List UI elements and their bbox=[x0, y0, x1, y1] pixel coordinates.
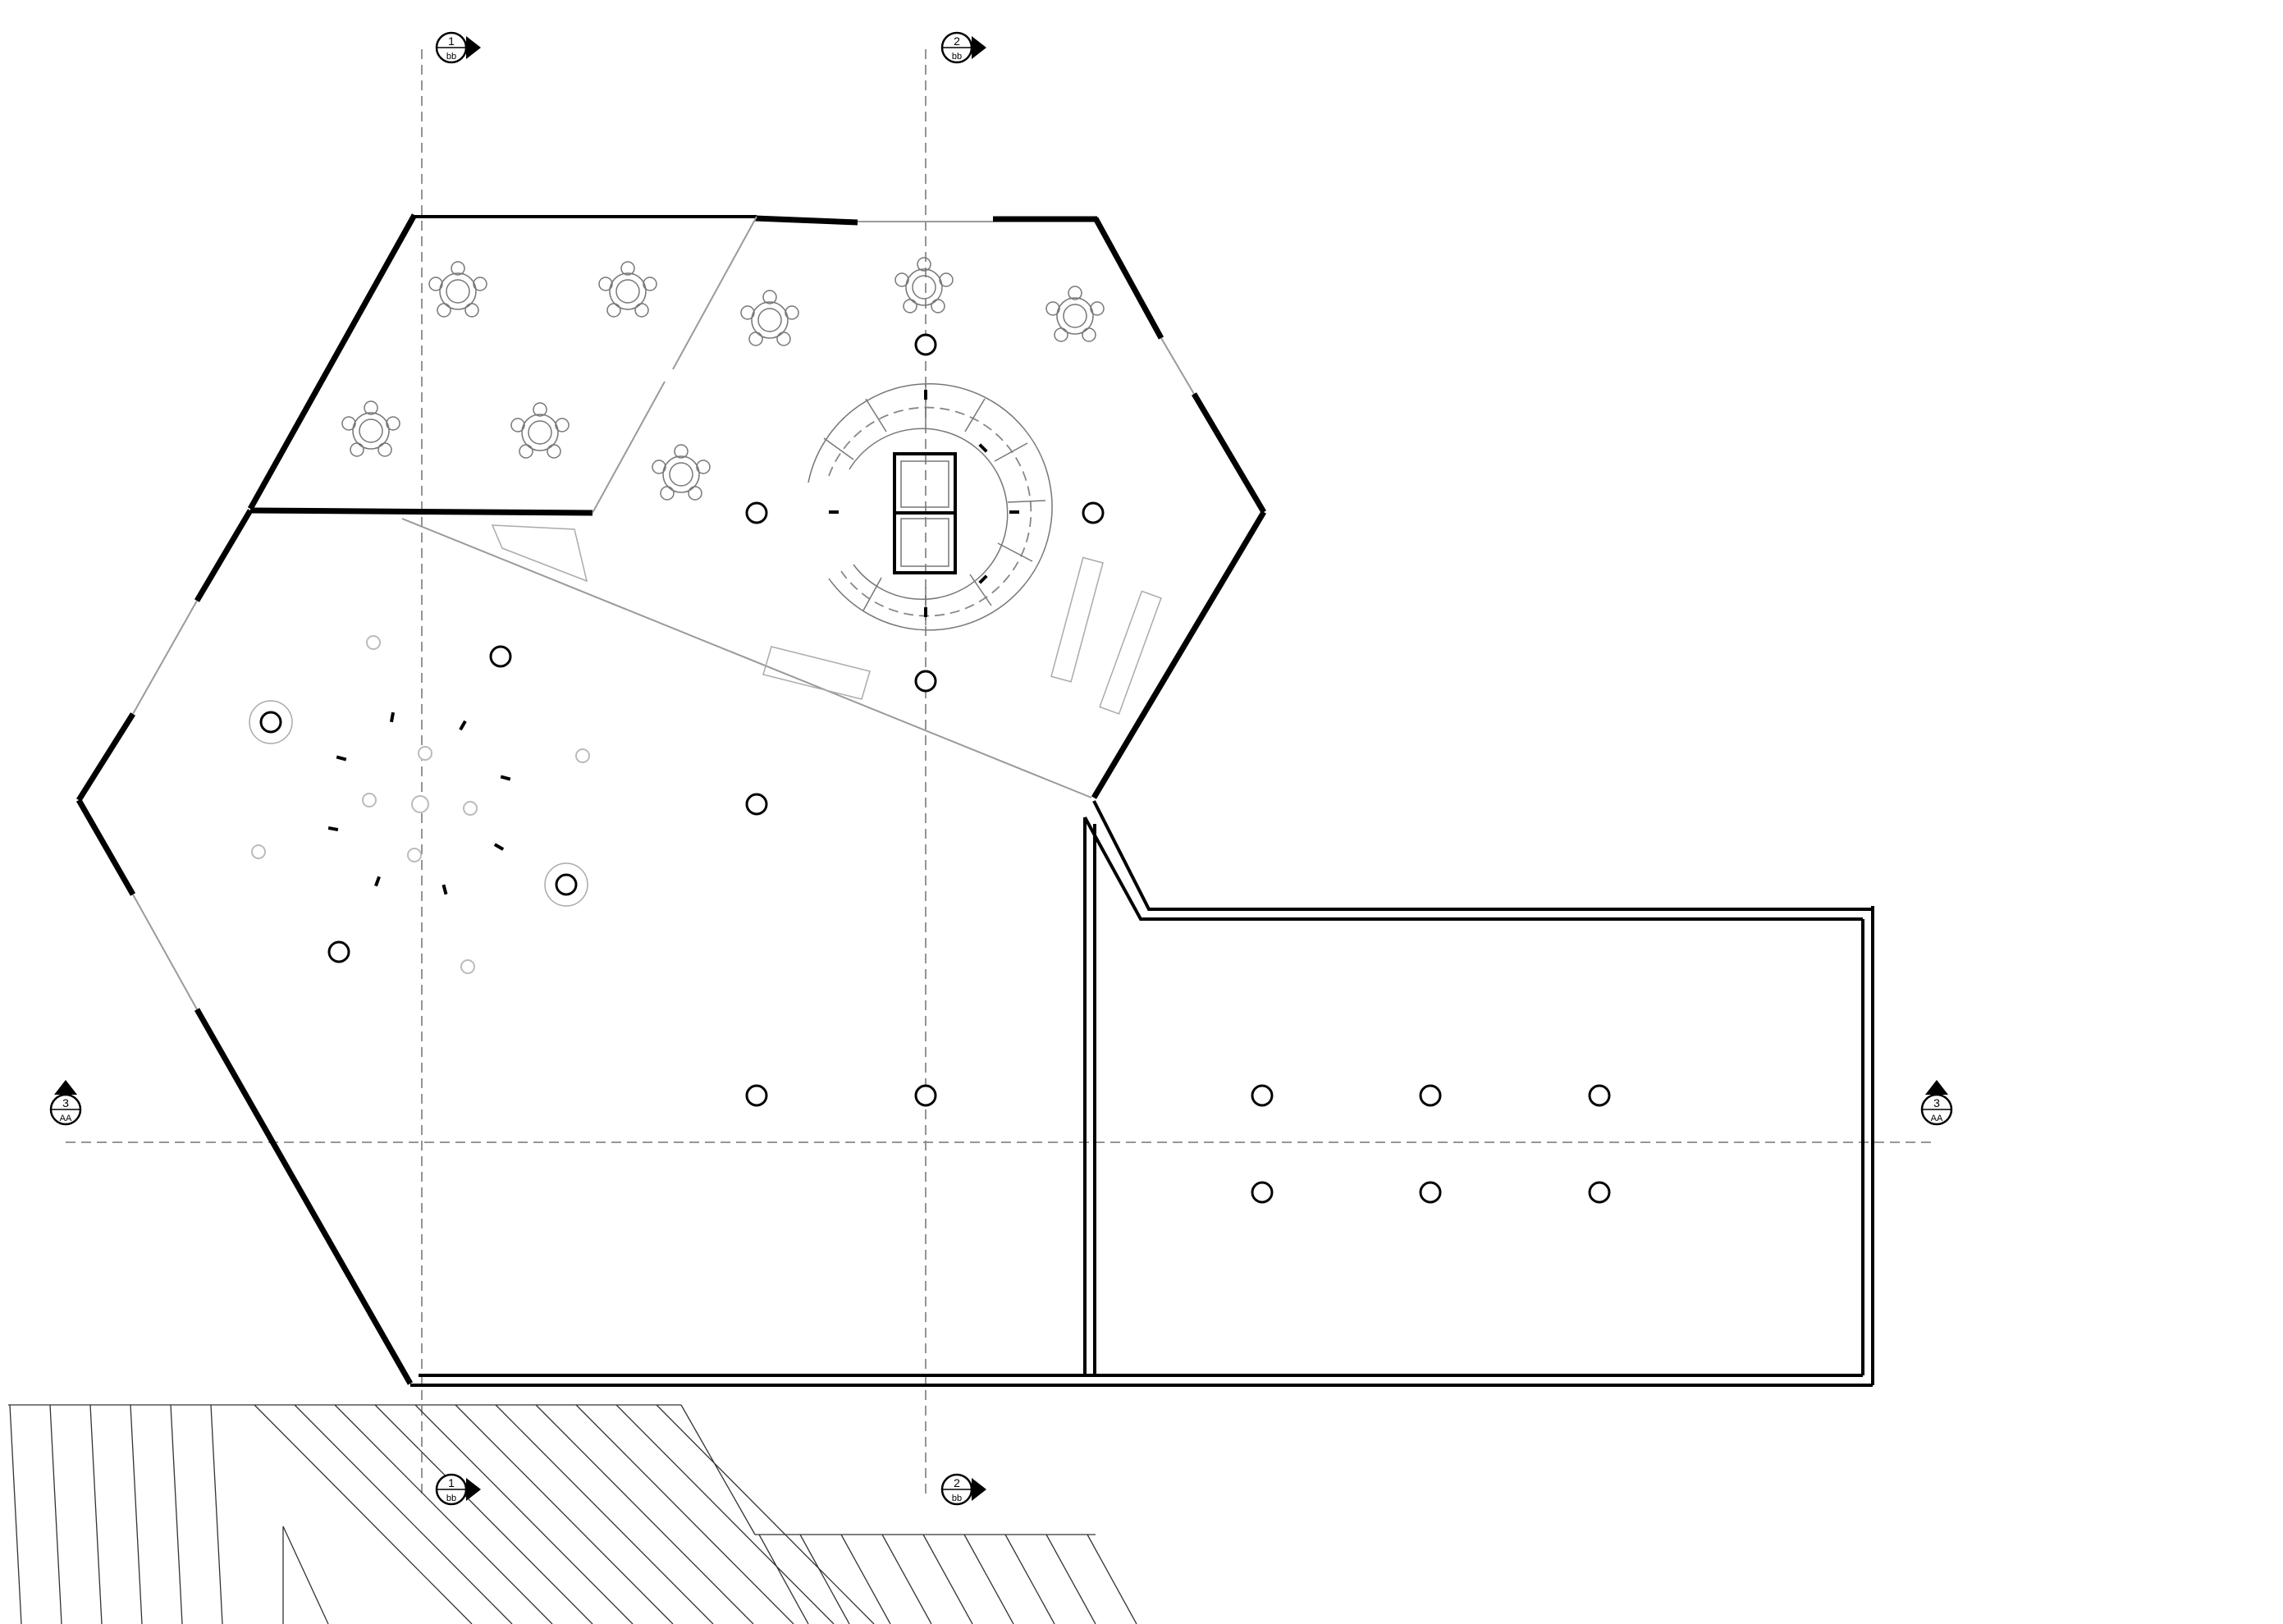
hatch-line bbox=[963, 1534, 1014, 1624]
marker-number: 2 bbox=[954, 34, 960, 48]
columns bbox=[249, 333, 1611, 1204]
hatch-line bbox=[656, 1404, 875, 1624]
hatch-line bbox=[840, 1534, 891, 1624]
table-2 bbox=[598, 261, 657, 318]
interior-partitions bbox=[401, 216, 1092, 798]
table-8 bbox=[652, 444, 711, 501]
hatch-line bbox=[49, 1404, 62, 1624]
hatch-line bbox=[758, 1534, 809, 1624]
stair-core bbox=[808, 383, 1053, 631]
hatch-line bbox=[495, 1404, 714, 1624]
hatch-line bbox=[1087, 1534, 1137, 1624]
round-tables bbox=[341, 257, 1105, 501]
hatch-line bbox=[799, 1534, 850, 1624]
hatch-line bbox=[254, 1404, 473, 1624]
counters bbox=[491, 524, 1162, 715]
marker-sheet: bb bbox=[446, 52, 456, 62]
table-6 bbox=[341, 400, 400, 457]
section-marker-3aa-left[interactable]: 3 AA bbox=[49, 1080, 82, 1126]
marker-number: 3 bbox=[1933, 1096, 1940, 1109]
marker-sheet: AA bbox=[60, 1114, 72, 1123]
hatch-line bbox=[294, 1404, 513, 1624]
hatch-line bbox=[374, 1404, 593, 1624]
section-marker-1bb-bottom[interactable]: 1 bb bbox=[435, 1473, 481, 1506]
marker-number: 2 bbox=[954, 1476, 960, 1489]
marker-sheet: bb bbox=[952, 1494, 962, 1503]
section-marker-2bb-top[interactable]: 2 bb bbox=[940, 31, 986, 64]
hatch-line bbox=[130, 1404, 143, 1624]
hatch-line bbox=[922, 1534, 973, 1624]
marker-sheet: bb bbox=[952, 52, 962, 62]
hatch-line bbox=[575, 1404, 794, 1624]
landscape-hatch bbox=[8, 1404, 1137, 1624]
section-lines bbox=[66, 49, 1937, 1494]
marker-number: 1 bbox=[448, 1476, 455, 1489]
hatch-line bbox=[210, 1404, 223, 1624]
section-marker-3aa-right[interactable]: 3 AA bbox=[1920, 1080, 1953, 1126]
hatch-line bbox=[170, 1404, 183, 1624]
hatch-line bbox=[615, 1404, 835, 1624]
hatch-line bbox=[1045, 1534, 1096, 1624]
marker-number: 1 bbox=[448, 34, 455, 48]
hatch-line bbox=[455, 1404, 674, 1624]
marker-sheet: bb bbox=[446, 1494, 456, 1503]
section-marker-1bb-top[interactable]: 1 bb bbox=[435, 31, 481, 64]
hatch-line bbox=[1004, 1534, 1055, 1624]
marker-number: 3 bbox=[62, 1096, 69, 1109]
hatch-line bbox=[680, 1404, 756, 1535]
table-7 bbox=[510, 402, 570, 459]
hatch-line bbox=[282, 1526, 329, 1624]
table-5 bbox=[1045, 286, 1105, 342]
section-marker-2bb-bottom[interactable]: 2 bb bbox=[940, 1473, 986, 1506]
table-3 bbox=[740, 290, 799, 346]
table-4 bbox=[894, 257, 954, 313]
hatch-line bbox=[89, 1404, 103, 1624]
hatch-line bbox=[9, 1404, 22, 1624]
seating-cluster bbox=[251, 390, 1019, 974]
marker-sheet: AA bbox=[1931, 1114, 1943, 1123]
table-1 bbox=[428, 261, 487, 318]
hatch-line bbox=[414, 1404, 634, 1624]
exterior-walls bbox=[75, 213, 1874, 1387]
hatch-line bbox=[881, 1534, 932, 1624]
hatch-line bbox=[535, 1404, 754, 1624]
hatch-line bbox=[334, 1404, 553, 1624]
